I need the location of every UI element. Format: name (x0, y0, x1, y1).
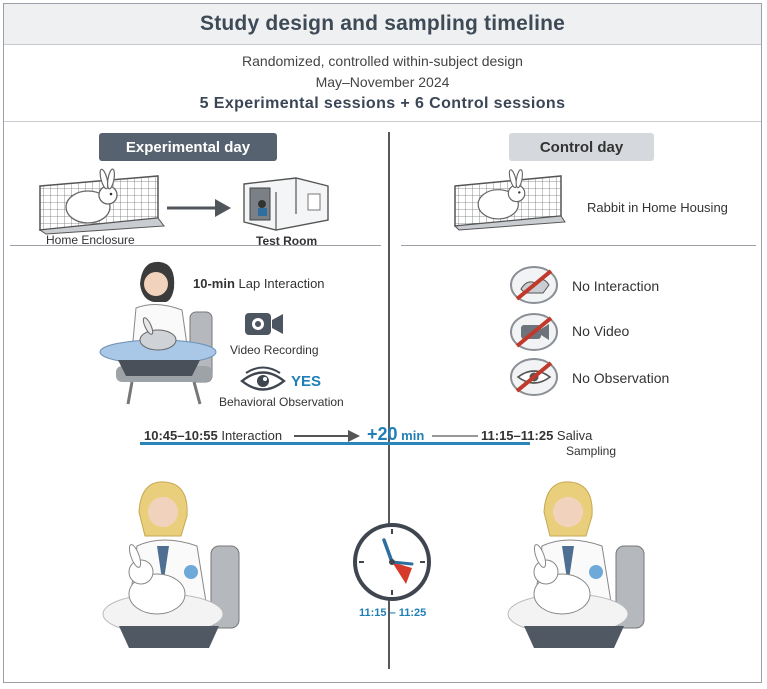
control-day-tag: Control day (509, 133, 654, 161)
no-observation-label: No Observation (572, 370, 669, 386)
no-observation-icon (509, 357, 559, 397)
lap-interaction-text: Lap Interaction (235, 276, 325, 291)
interaction-time-label: 10:45–10:55 Interaction (144, 428, 282, 443)
sampling-time: 11:15–11:25 (481, 428, 553, 443)
control-saliva-sampling-person-icon (504, 476, 654, 651)
clock-label: 11:15 – 11:25 (359, 607, 426, 619)
video-camera-icon (244, 311, 284, 337)
date-range-line: May–November 2024 (4, 74, 761, 90)
clock-icon (352, 522, 432, 602)
eye-icon (240, 368, 286, 394)
lap-interaction-label: 10-min Lap Interaction (193, 276, 325, 291)
sessions-line: 5 Experimental sessions + 6 Control sess… (4, 95, 761, 113)
timeline-connector (432, 434, 478, 438)
no-interaction-label: No Interaction (572, 278, 659, 294)
arrow-right-icon (167, 197, 233, 219)
behavioral-observation-label: Behavioral Observation (219, 395, 344, 409)
lap-interaction-duration: 10-min (193, 276, 235, 291)
observation-yes-label: YES (291, 373, 321, 390)
header-divider (4, 121, 761, 122)
sampling-text-2: Sampling (566, 444, 616, 458)
interaction-time: 10:45–10:55 (144, 428, 218, 443)
control-section-divider (401, 245, 756, 246)
sampling-text-1: Saliva (553, 428, 592, 443)
video-recording-label: Video Recording (230, 343, 319, 357)
control-rabbit-icon (469, 169, 533, 225)
experimental-day-tag: Experimental day (99, 133, 277, 161)
no-interaction-icon (509, 265, 559, 305)
delay-value: +20 (367, 424, 398, 444)
interaction-text: Interaction (218, 428, 282, 443)
timeline-arrow-icon (294, 429, 362, 443)
experimental-section-divider (10, 245, 381, 246)
design-line: Randomized, controlled within-subject de… (4, 53, 761, 69)
no-video-icon (509, 312, 559, 352)
experimental-saliva-sampling-person-icon (99, 476, 249, 651)
sampling-time-label: 11:15–11:25 Saliva (481, 428, 592, 443)
title-bar: Study design and sampling timeline (4, 4, 761, 45)
test-room-icon (240, 174, 332, 234)
rabbit-icon (56, 169, 126, 229)
delay-unit: min (398, 428, 425, 443)
timeline-bar (140, 442, 530, 445)
no-video-label: No Video (572, 323, 629, 339)
home-housing-label: Rabbit in Home Housing (587, 200, 728, 215)
figure-frame: Study design and sampling timeline Rando… (3, 3, 762, 683)
page-title: Study design and sampling timeline (200, 12, 565, 36)
